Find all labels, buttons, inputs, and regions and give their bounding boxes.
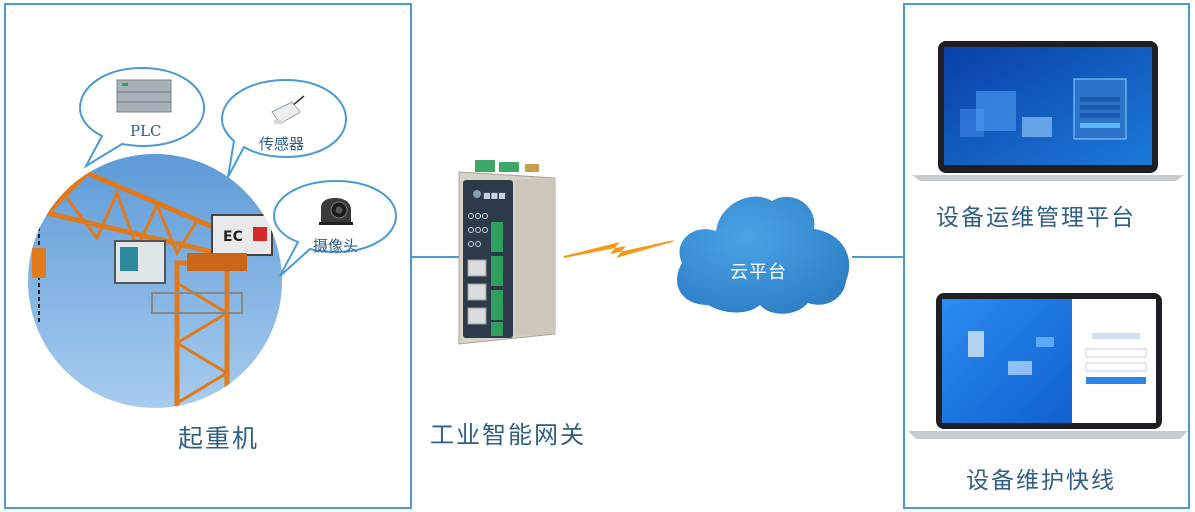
bubble-sensor-label: 传感器 [259, 135, 305, 153]
bubble-plc [78, 66, 206, 169]
laptop-maintenance-line [908, 293, 1188, 439]
gateway-device: ■■■ [458, 160, 556, 345]
svg-text:■■■: ■■■ [483, 191, 506, 200]
connector-cloud-platforms [852, 256, 904, 258]
bubble-camera [272, 179, 398, 277]
plc-icon [116, 79, 172, 113]
crane-photo: EC [28, 154, 282, 408]
cloud-label: 云平台 [730, 262, 787, 283]
wireless-link-icon [564, 240, 674, 258]
bubble-camera-label: 摄像头 [313, 237, 359, 255]
bubble-plc-label: PLC [130, 122, 162, 140]
camera-icon [319, 198, 353, 225]
ops-platform-label: 设备运维管理平台 [936, 205, 1136, 231]
svg-text:EC: EC [223, 229, 243, 245]
gateway-label: 工业智能网关 [430, 421, 586, 449]
laptop-ops-platform [912, 41, 1184, 181]
connector-site-gateway [411, 256, 461, 258]
bubble-sensor [220, 78, 348, 178]
crane-label: 起重机 [178, 424, 260, 453]
maintenance-line-label: 设备维护快线 [966, 468, 1116, 494]
sensor-icon [271, 95, 305, 125]
cloud-shape [677, 196, 850, 314]
